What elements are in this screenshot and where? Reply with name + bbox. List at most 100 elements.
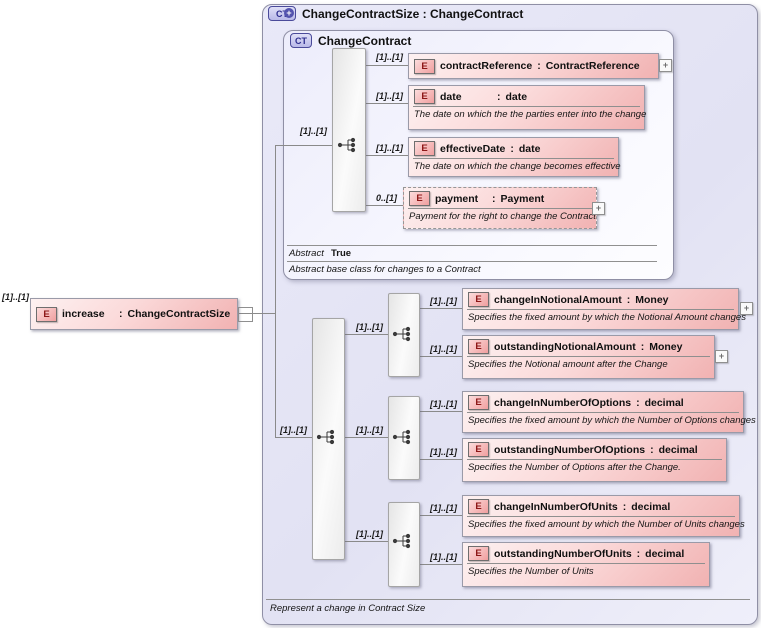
element-name: changeInNumberOfOptions — [494, 396, 632, 409]
base-type-title: ChangeContract — [318, 33, 412, 48]
connector-to-group1 — [343, 334, 388, 335]
element-title: E changeInNumberOfUnits : decimal — [463, 496, 739, 514]
colon: : — [636, 396, 640, 409]
connector-change-options — [418, 411, 462, 412]
connector-change-units — [418, 515, 462, 516]
element-type: ContractReference — [545, 60, 640, 72]
element-type: Money — [649, 340, 683, 353]
element-name: outstandingNotionalAmount — [494, 340, 636, 353]
complex-type-icon[interactable]: CT — [290, 33, 312, 48]
cardinality-outstanding-units: [1]..[1] — [430, 552, 457, 562]
element-icon: E — [468, 442, 489, 457]
sequence-bar-group2 — [388, 396, 420, 480]
element-icon: E — [414, 141, 435, 156]
element-box-date[interactable]: E date : date The date on which the the … — [408, 85, 646, 130]
element-box-outstanding-number-of-options[interactable]: E outstandingNumberOfOptions : decimal S… — [462, 438, 727, 482]
element-name: effectiveDate — [440, 142, 506, 155]
element-box-outstanding-notional-amount[interactable]: E outstandingNotionalAmount : Money Spec… — [462, 335, 715, 379]
expand-button[interactable]: + — [740, 302, 753, 315]
element-name: changeInNumberOfUnits — [494, 500, 618, 513]
sequence-icon — [337, 137, 356, 153]
cardinality-base-sequence: [1]..[1] — [300, 126, 327, 136]
cardinality-change-options: [1]..[1] — [430, 399, 457, 409]
element-annotation: Specifies the Notional amount after the … — [467, 356, 710, 373]
complex-type-derived-icon[interactable]: CT+ — [268, 6, 296, 21]
element-title: E effectiveDate : date — [409, 138, 618, 156]
ct-icon-label: CT — [295, 35, 307, 46]
cardinality-effective-date: [1]..[1] — [376, 143, 403, 153]
expand-button[interactable]: + — [659, 59, 672, 72]
sequence-bar-group3 — [388, 502, 420, 587]
element-name: outstandingNumberOfUnits — [494, 547, 632, 560]
element-name: payment — [435, 192, 479, 205]
cardinality-group1: [1]..[1] — [356, 322, 383, 332]
colon: : — [497, 90, 501, 103]
element-box-change-in-number-of-units[interactable]: E changeInNumberOfUnits : decimal Specif… — [462, 495, 745, 537]
colon: : — [650, 443, 654, 456]
divider — [287, 245, 657, 246]
element-type: decimal — [644, 396, 684, 409]
colon: : — [492, 192, 496, 205]
element-annotation: Specifies the Number of Units — [467, 563, 705, 580]
element-icon: E — [468, 499, 489, 514]
complex-type-title: ChangeContractSize : ChangeContract — [302, 6, 524, 21]
connector-date — [364, 103, 408, 104]
complex-type-header: CT+ ChangeContractSize : ChangeContract — [268, 6, 523, 21]
element-title: E increase : ChangeContractSize — [31, 299, 237, 329]
cardinality-contract-reference: [1]..[1] — [376, 52, 403, 62]
base-type-header: CT ChangeContract — [290, 33, 411, 48]
connector-trunk — [275, 145, 276, 438]
element-title: E changeInNotionalAmount : Money — [463, 289, 738, 307]
connector-effective-date — [364, 155, 408, 156]
element-title: E payment : Payment — [404, 188, 596, 206]
cardinality-date: [1]..[1] — [376, 91, 403, 101]
element-title: E contractReference : ContractReference — [409, 54, 658, 78]
expand-button[interactable]: + — [592, 202, 605, 215]
connector-outstanding-units — [418, 564, 462, 565]
sequence-icon — [392, 326, 411, 342]
base-type-annotation: Abstract base class for changes to a Con… — [289, 264, 481, 275]
plus-circle-icon: + — [284, 8, 294, 18]
element-name: outstandingNumberOfOptions — [494, 443, 646, 456]
element-icon: E — [409, 191, 430, 206]
cardinality-main-sequence: [1]..[1] — [280, 425, 307, 435]
element-icon: E — [468, 292, 489, 307]
sequence-icon — [392, 429, 411, 445]
connector-to-group3 — [343, 541, 388, 542]
element-box-outstanding-number-of-units[interactable]: E outstandingNumberOfUnits : decimal Spe… — [462, 542, 710, 587]
element-box-change-in-number-of-options[interactable]: E changeInNumberOfOptions : decimal Spec… — [462, 391, 756, 433]
colon: : — [636, 547, 641, 560]
colon: : — [537, 60, 541, 72]
element-box-change-in-notional-amount[interactable]: E changeInNotionalAmount : Money Specifi… — [462, 288, 746, 330]
element-box-contract-reference[interactable]: E contractReference : ContractReference — [408, 53, 659, 79]
abstract-label: Abstract — [289, 248, 324, 259]
cardinality-group2: [1]..[1] — [356, 425, 383, 435]
complex-type-annotation: Represent a change in Contract Size — [270, 603, 426, 614]
element-box-effective-date[interactable]: E effectiveDate : date The date on which… — [408, 137, 621, 177]
element-title: E changeInNumberOfOptions : decimal — [463, 392, 743, 410]
cardinality-outstanding-options: [1]..[1] — [430, 447, 457, 457]
element-icon: E — [36, 306, 57, 322]
element-box-increase[interactable]: E increase : ChangeContractSize — [30, 298, 238, 330]
element-icon: E — [414, 89, 435, 104]
cardinality-payment: 0..[1] — [376, 193, 398, 203]
element-type: ChangeContractSize — [127, 308, 231, 320]
colon: : — [622, 500, 627, 513]
colon: : — [626, 293, 631, 306]
element-type: date — [505, 90, 528, 103]
expand-button[interactable]: + — [715, 350, 728, 363]
element-annotation: Specifies the fixed amount by which the … — [467, 412, 756, 429]
element-title: E outstandingNumberOfOptions : decimal — [463, 439, 726, 457]
collapse-handle[interactable] — [238, 307, 253, 322]
connector-root — [236, 313, 275, 314]
cardinality-group3: [1]..[1] — [356, 529, 383, 539]
connector-contract-reference — [364, 65, 408, 66]
element-type: Money — [635, 293, 669, 306]
cardinality-change-units: [1]..[1] — [430, 503, 457, 513]
connector-outstanding-notional — [418, 356, 462, 357]
element-title: E outstandingNotionalAmount : Money — [463, 336, 714, 354]
element-icon: E — [468, 339, 489, 354]
divider — [287, 261, 657, 262]
element-box-payment[interactable]: E payment : Payment Payment for the righ… — [403, 187, 597, 229]
